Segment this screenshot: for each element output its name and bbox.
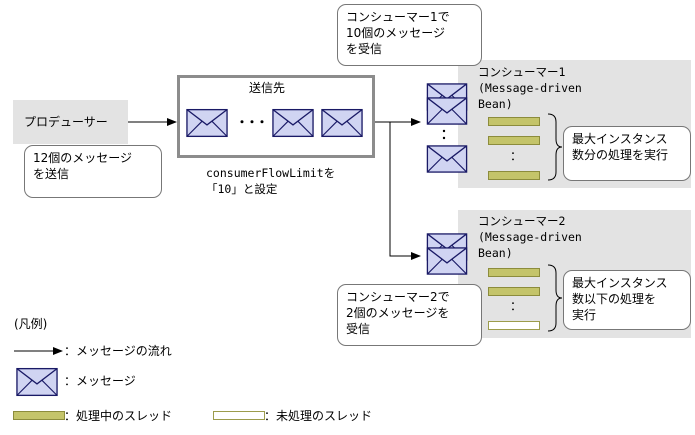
- consumer2-thread-dots: ：: [510, 299, 523, 313]
- consumer2-receive-note: コンシューマー2で 2個のメッセージを 受信: [337, 284, 482, 346]
- consumer1-title: コンシューマー1 (Message-driven Bean): [478, 65, 582, 111]
- arrow-to-consumer2: [389, 122, 421, 260]
- vertical-ellipsis-dot: [442, 129, 446, 133]
- legend-title: (凡例): [14, 317, 48, 331]
- consumer1-thread: [488, 171, 540, 180]
- consumer1-thread: [488, 117, 540, 126]
- producer-note: 12個のメッセージ を送信: [24, 145, 162, 198]
- vertical-ellipsis-dot: [442, 136, 446, 140]
- message-icon: [321, 108, 363, 138]
- consumer2-thread: [488, 287, 540, 296]
- destination-title: 送信先: [249, 81, 286, 95]
- producer-label: プロデューサー: [24, 115, 108, 129]
- consumer1-bracket: [547, 113, 563, 181]
- legend-idle-swatch: [213, 411, 265, 420]
- destination-box: [177, 75, 375, 158]
- consumer2-thread-note: 最大インスタンス 数以下の処理を 実行: [563, 270, 691, 330]
- message-icon: [426, 145, 468, 173]
- consumer1-thread-note: 最大インスタンス 数分の処理を実行: [563, 126, 691, 181]
- legend-message-icon: [16, 367, 58, 397]
- legend-arrow-label: ：メッセージの流れ: [64, 344, 172, 358]
- legend-idle-label: ：未処理のスレッド: [264, 409, 373, 423]
- legend-message-label: ：メッセージ: [64, 374, 136, 388]
- legend-processing-label: ：処理中のスレッド: [64, 409, 173, 423]
- consumer2-bracket: [547, 264, 563, 332]
- message-icon: [186, 108, 228, 138]
- producer-box: [13, 100, 128, 144]
- consumer2-thread: [488, 268, 540, 277]
- message-icon: [426, 247, 468, 275]
- consumer2-title: コンシューマー2 (Message-driven Bean): [478, 214, 582, 260]
- message-icon: [272, 108, 314, 138]
- consumer1-receive-note: コンシューマー1で 10個のメッセージ を受信: [337, 4, 482, 66]
- destination-ellipsis: ・・・: [236, 115, 268, 129]
- consumer2-thread-idle: [488, 321, 540, 330]
- legend-processing-swatch: [13, 411, 65, 420]
- consumer1-thread: [488, 136, 540, 145]
- destination-setting-note: consumerFlowLimitを 「10」と設定: [206, 166, 336, 196]
- consumer1-thread-dots: ：: [510, 149, 523, 163]
- message-icon: [426, 97, 468, 125]
